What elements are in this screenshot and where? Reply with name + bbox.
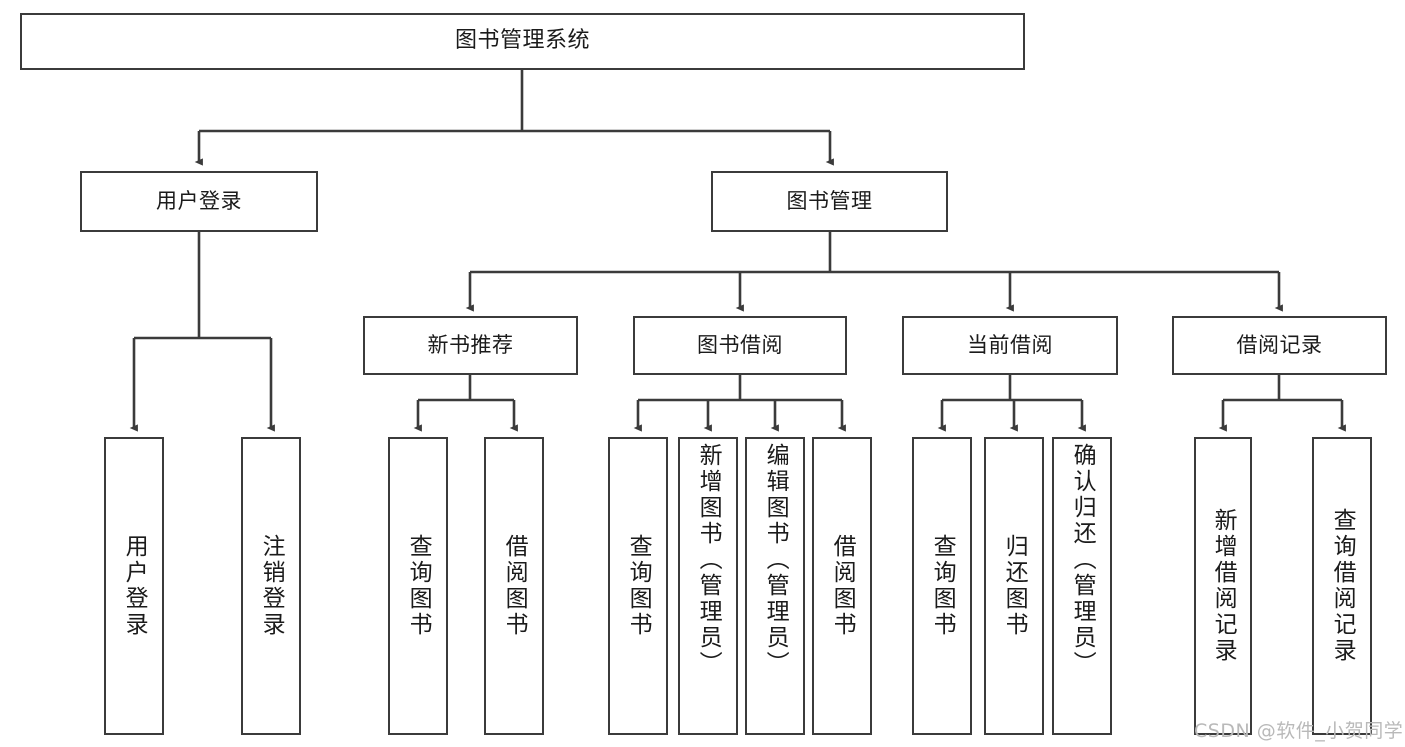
node-current-borrow[interactable]: 当前借阅 (902, 316, 1118, 375)
node-leaf-borrow-book-1[interactable]: 借阅图书 (484, 437, 544, 735)
node-borrow-record[interactable]: 借阅记录 (1172, 316, 1387, 375)
node-user-login[interactable]: 用户登录 (80, 171, 318, 232)
node-leaf-confirm-return[interactable]: 确认归还（管理员） (1052, 437, 1112, 735)
node-borrow-record-label: 借阅记录 (1236, 332, 1323, 357)
node-leaf-query-book-2[interactable]: 查询图书 (608, 437, 668, 735)
node-book-borrow[interactable]: 图书借阅 (633, 316, 847, 375)
node-leaf-add-record[interactable]: 新增借阅记录 (1194, 437, 1252, 735)
node-book-manage-label: 图书管理 (786, 188, 873, 213)
node-leaf-edit-book-label: 编辑图书（管理员） (762, 443, 789, 677)
node-root-label: 图书管理系统 (454, 28, 590, 54)
node-leaf-query-book-1-label: 查询图书 (405, 534, 432, 638)
node-leaf-borrow-book-2[interactable]: 借阅图书 (812, 437, 872, 735)
node-leaf-query-book-3[interactable]: 查询图书 (912, 437, 972, 735)
node-leaf-logout[interactable]: 注销登录 (241, 437, 301, 735)
node-leaf-query-book-1[interactable]: 查询图书 (388, 437, 448, 735)
node-leaf-query-book-2-label: 查询图书 (625, 534, 652, 638)
node-book-manage[interactable]: 图书管理 (711, 171, 948, 232)
node-leaf-return-book-label: 归还图书 (1001, 534, 1028, 638)
node-leaf-add-record-label: 新增借阅记录 (1210, 508, 1237, 664)
csdn-watermark: CSDN @软件_小贺同学 (1194, 720, 1404, 742)
node-leaf-return-book[interactable]: 归还图书 (984, 437, 1044, 735)
node-new-book-rec-label: 新书推荐 (427, 332, 514, 357)
node-leaf-borrow-book-2-label: 借阅图书 (829, 534, 856, 638)
node-leaf-add-book[interactable]: 新增图书（管理员） (678, 437, 738, 735)
node-leaf-query-record-label: 查询借阅记录 (1329, 508, 1356, 664)
node-leaf-borrow-book-1-label: 借阅图书 (501, 534, 528, 638)
node-current-borrow-label: 当前借阅 (967, 332, 1053, 357)
node-leaf-edit-book[interactable]: 编辑图书（管理员） (745, 437, 805, 735)
node-leaf-query-record[interactable]: 查询借阅记录 (1312, 437, 1372, 735)
node-leaf-add-book-label: 新增图书（管理员） (695, 443, 722, 677)
node-leaf-confirm-return-label: 确认归还（管理员） (1069, 443, 1096, 677)
node-user-login-label: 用户登录 (156, 188, 242, 213)
node-leaf-user-login[interactable]: 用户登录 (104, 437, 164, 735)
node-leaf-logout-label: 注销登录 (258, 534, 285, 638)
node-book-borrow-label: 图书借阅 (697, 332, 783, 357)
node-leaf-query-book-3-label: 查询图书 (929, 534, 956, 638)
node-leaf-user-login-label: 用户登录 (121, 534, 148, 638)
node-root[interactable]: 图书管理系统 (20, 13, 1025, 70)
node-new-book-rec[interactable]: 新书推荐 (363, 316, 578, 375)
